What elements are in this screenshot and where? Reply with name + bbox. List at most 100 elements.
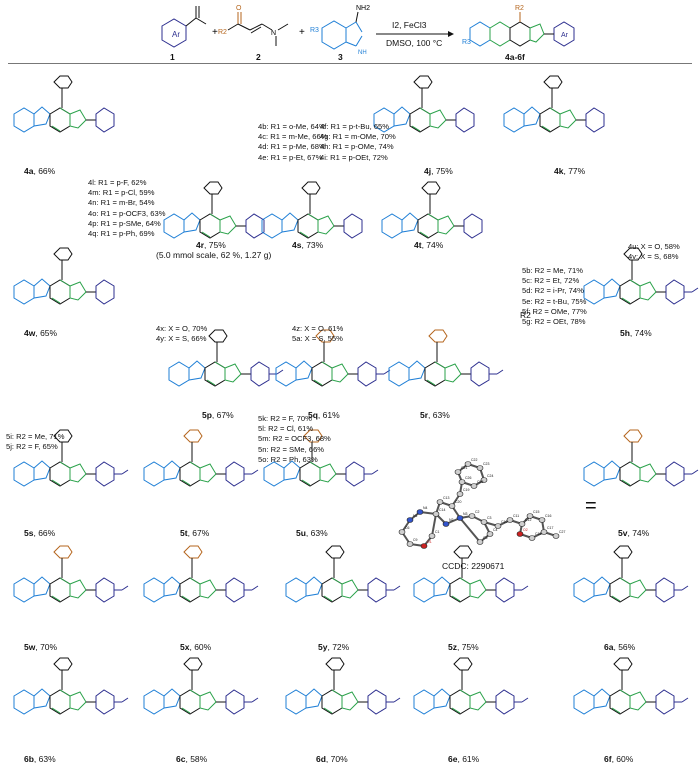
reagent-1-number: 1 xyxy=(170,52,175,62)
list-entry: 5e: R2 = t-Bu, 75% xyxy=(522,296,587,306)
compound-label: 6d, 70% xyxy=(316,754,348,764)
structure-drawing xyxy=(573,545,689,603)
atom-label: N4 xyxy=(423,506,428,510)
product-ar-label: Ar xyxy=(561,32,569,39)
compound-label: 4j, 75% xyxy=(424,166,453,176)
r2-list-b: 5b: R2 = Me, 71% 5c: R2 = Et, 72% 5d: R2… xyxy=(522,266,587,327)
compound-structure xyxy=(10,242,130,306)
compound-id: 5v xyxy=(618,528,628,538)
compound-structure xyxy=(580,242,700,306)
compound-id: 5q xyxy=(308,410,318,420)
list-entry: 5n: R2 = SMe, 66% xyxy=(258,444,325,454)
reagent-2-number: 2 xyxy=(256,52,261,62)
r2-label: R2 xyxy=(520,310,531,320)
structure-drawing xyxy=(413,545,529,603)
compound-structure xyxy=(580,424,700,488)
compound-label: 5t, 67% xyxy=(180,528,210,538)
reagent-3-structure xyxy=(321,11,363,50)
list-entry: 5a: X = S, 55% xyxy=(292,334,343,344)
conditions-reagents: I2, FeCl3 xyxy=(392,20,427,30)
atom-label: N1 xyxy=(413,514,418,518)
atom-label: C16 xyxy=(545,514,551,518)
o-label: O xyxy=(236,5,242,12)
reagent-1-structure xyxy=(161,6,207,48)
crystal-atom xyxy=(456,491,464,497)
scale-note: (5.0 mmol scale, 62 %, 1.27 g) xyxy=(156,250,272,260)
compound-id: 5w xyxy=(24,642,36,652)
compound-label: 4a, 66% xyxy=(24,166,56,176)
structure-drawing xyxy=(143,429,259,487)
compound-id: 4w xyxy=(24,328,36,338)
compound-grid: 4a, 66%4j, 75%4k, 77%4r, 75%(5.0 mmol sc… xyxy=(0,66,700,764)
compound-id: 4j xyxy=(424,166,432,176)
crystal-bond xyxy=(431,513,437,537)
atom-label: C9 xyxy=(413,538,418,542)
compound-structure xyxy=(258,176,378,240)
atom-label: C18 xyxy=(535,532,541,536)
list-entry: 4n: R1 = m-Br, 54% xyxy=(88,198,155,208)
crystal-atom xyxy=(432,511,440,517)
atom-label: C10 xyxy=(501,520,507,524)
compound-id: 6d xyxy=(316,754,326,764)
atom-label: C23 xyxy=(483,462,489,466)
crystal-atom xyxy=(526,513,534,519)
list-entry: 5k: R2 = F, 70% xyxy=(258,414,312,423)
product-structure xyxy=(469,12,575,47)
compound-label: 5q, 61% xyxy=(308,410,340,420)
list-entry: 5f: R2 = OMe, 77% xyxy=(522,306,587,316)
compound-id: 5r xyxy=(420,410,429,420)
compound-structure xyxy=(500,70,620,134)
scheme-structures: Ar + O R2 N + R3 NH2 NH xyxy=(161,5,575,56)
compound-structure xyxy=(410,652,530,716)
crystal-atom xyxy=(442,521,450,527)
compound-structure xyxy=(410,540,530,604)
crystal-atom xyxy=(552,533,560,539)
compound-label: 5z, 75% xyxy=(448,642,479,652)
list-entry: 5m: R2 = OCF3, 68% xyxy=(258,434,331,444)
structure-drawing xyxy=(388,329,504,387)
compound-label: 5y, 72% xyxy=(318,642,350,652)
list-entry: 4c: R1 = m-Me, 66% xyxy=(258,132,328,142)
compound-structure xyxy=(140,424,260,488)
compound-label: 5r, 63% xyxy=(420,410,450,420)
atom-label: C25 xyxy=(477,480,483,484)
product-r3-label: R3 xyxy=(462,39,471,46)
crystal-atom xyxy=(476,539,484,545)
crystal-atom xyxy=(398,529,406,535)
crystal-atom xyxy=(464,461,472,467)
r1-list-c: 4l: R1 = p-F, 62% 4m: R1 = p-Cl, 59% 4n:… xyxy=(88,178,165,239)
compound-id: 5h xyxy=(620,328,630,338)
list-entry: 4p: R1 = p-SMe, 64% xyxy=(88,218,161,228)
x-list-x: 4x: X = O, 70% 4y: X = S, 66% xyxy=(156,324,207,344)
nh2-label: NH2 xyxy=(356,5,370,12)
structure-drawing xyxy=(13,657,129,715)
crystal-atom xyxy=(448,503,456,509)
r3-label: R3 xyxy=(310,27,319,34)
compound-id: 5x xyxy=(180,642,190,652)
crystal-atom xyxy=(540,529,548,535)
crystal-atom xyxy=(516,531,524,537)
crystal-atom xyxy=(406,517,414,523)
crystal-atom xyxy=(506,517,514,523)
compound-id: 4r xyxy=(196,240,205,250)
list-entry: 4z: X = O, 61% xyxy=(292,324,344,333)
structure-drawing xyxy=(143,657,259,715)
structure-drawing xyxy=(13,247,115,305)
crystal-atom xyxy=(420,543,428,549)
compound-label: 6c, 58% xyxy=(176,754,208,764)
list-entry: 4o: R1 = p-OCF3, 63% xyxy=(88,208,166,218)
compound-id: 6e xyxy=(448,754,458,764)
x-list-u: 4u: X = O, 58% 4v: X = S, 68% xyxy=(628,242,680,262)
compound-label: 5v, 74% xyxy=(618,528,650,538)
r2-label: R2 xyxy=(218,29,227,36)
atom-label: C14 xyxy=(439,508,445,512)
compound-id: 4t xyxy=(414,240,422,250)
structure-drawing xyxy=(503,75,605,133)
structure-drawing xyxy=(261,181,363,239)
compound-structure xyxy=(10,652,130,716)
reagent-2-structure xyxy=(227,12,289,46)
atom-label: C15 xyxy=(533,510,539,514)
structure-drawing xyxy=(263,429,379,487)
list-entry: 4v: X = S, 68% xyxy=(628,252,679,262)
